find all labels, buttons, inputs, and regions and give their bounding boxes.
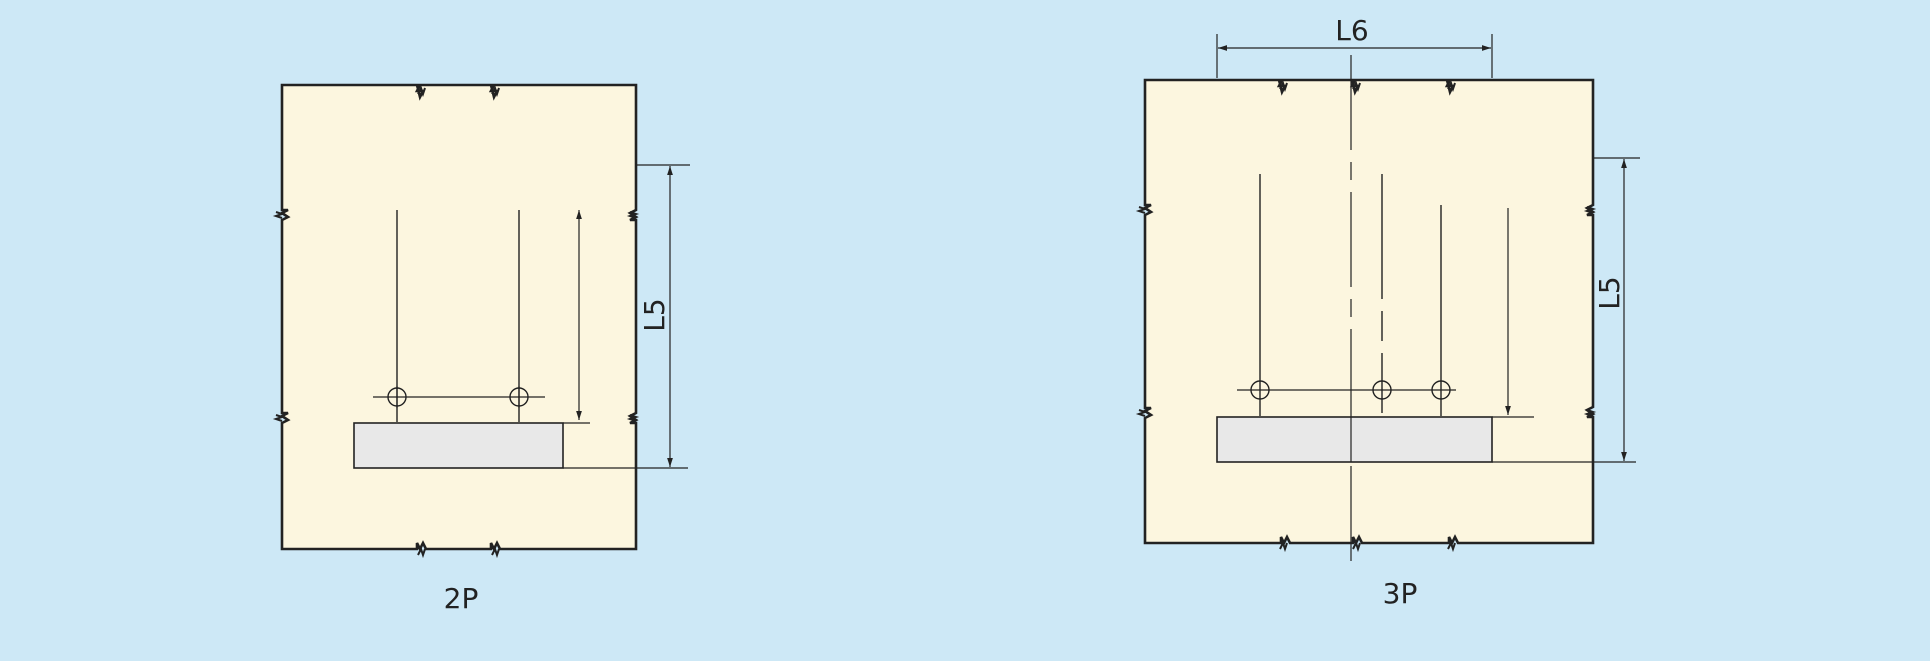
- panel-2p: [279, 83, 639, 552]
- break-mark: [1279, 540, 1288, 553]
- l5-label: L5: [638, 298, 671, 331]
- break-mark: [626, 211, 640, 219]
- terminal-bar: [1216, 416, 1493, 463]
- mounting-hole: [1372, 380, 1392, 400]
- break-mark: [272, 414, 286, 422]
- mounting-hole: [1250, 380, 1270, 400]
- l5-label: L5: [1593, 276, 1626, 309]
- mounting-hole: [1431, 380, 1451, 400]
- panel-3p: [1142, 78, 1596, 546]
- break-mark: [626, 414, 640, 422]
- diagram-2p: L5 2P: [272, 83, 690, 615]
- break-mark: [1583, 206, 1597, 214]
- break-mark: [491, 85, 500, 98]
- break-mark: [1279, 80, 1288, 93]
- diagram-3p: L5 L6 3P: [1135, 14, 1640, 610]
- break-mark: [1583, 409, 1597, 417]
- break-mark: [1447, 80, 1456, 93]
- caption-2p: 2P: [444, 582, 479, 615]
- break-mark: [417, 546, 426, 559]
- break-mark: [1352, 540, 1361, 553]
- terminal-bar: [353, 422, 564, 469]
- l6-label: L6: [1335, 14, 1368, 47]
- break-mark: [272, 211, 286, 219]
- break-mark: [417, 85, 426, 98]
- break-mark: [1135, 206, 1149, 214]
- break-mark: [1135, 409, 1149, 417]
- break-mark: [1352, 80, 1361, 93]
- break-mark: [491, 546, 500, 559]
- break-mark: [1447, 540, 1456, 553]
- caption-3p: 3P: [1383, 577, 1418, 610]
